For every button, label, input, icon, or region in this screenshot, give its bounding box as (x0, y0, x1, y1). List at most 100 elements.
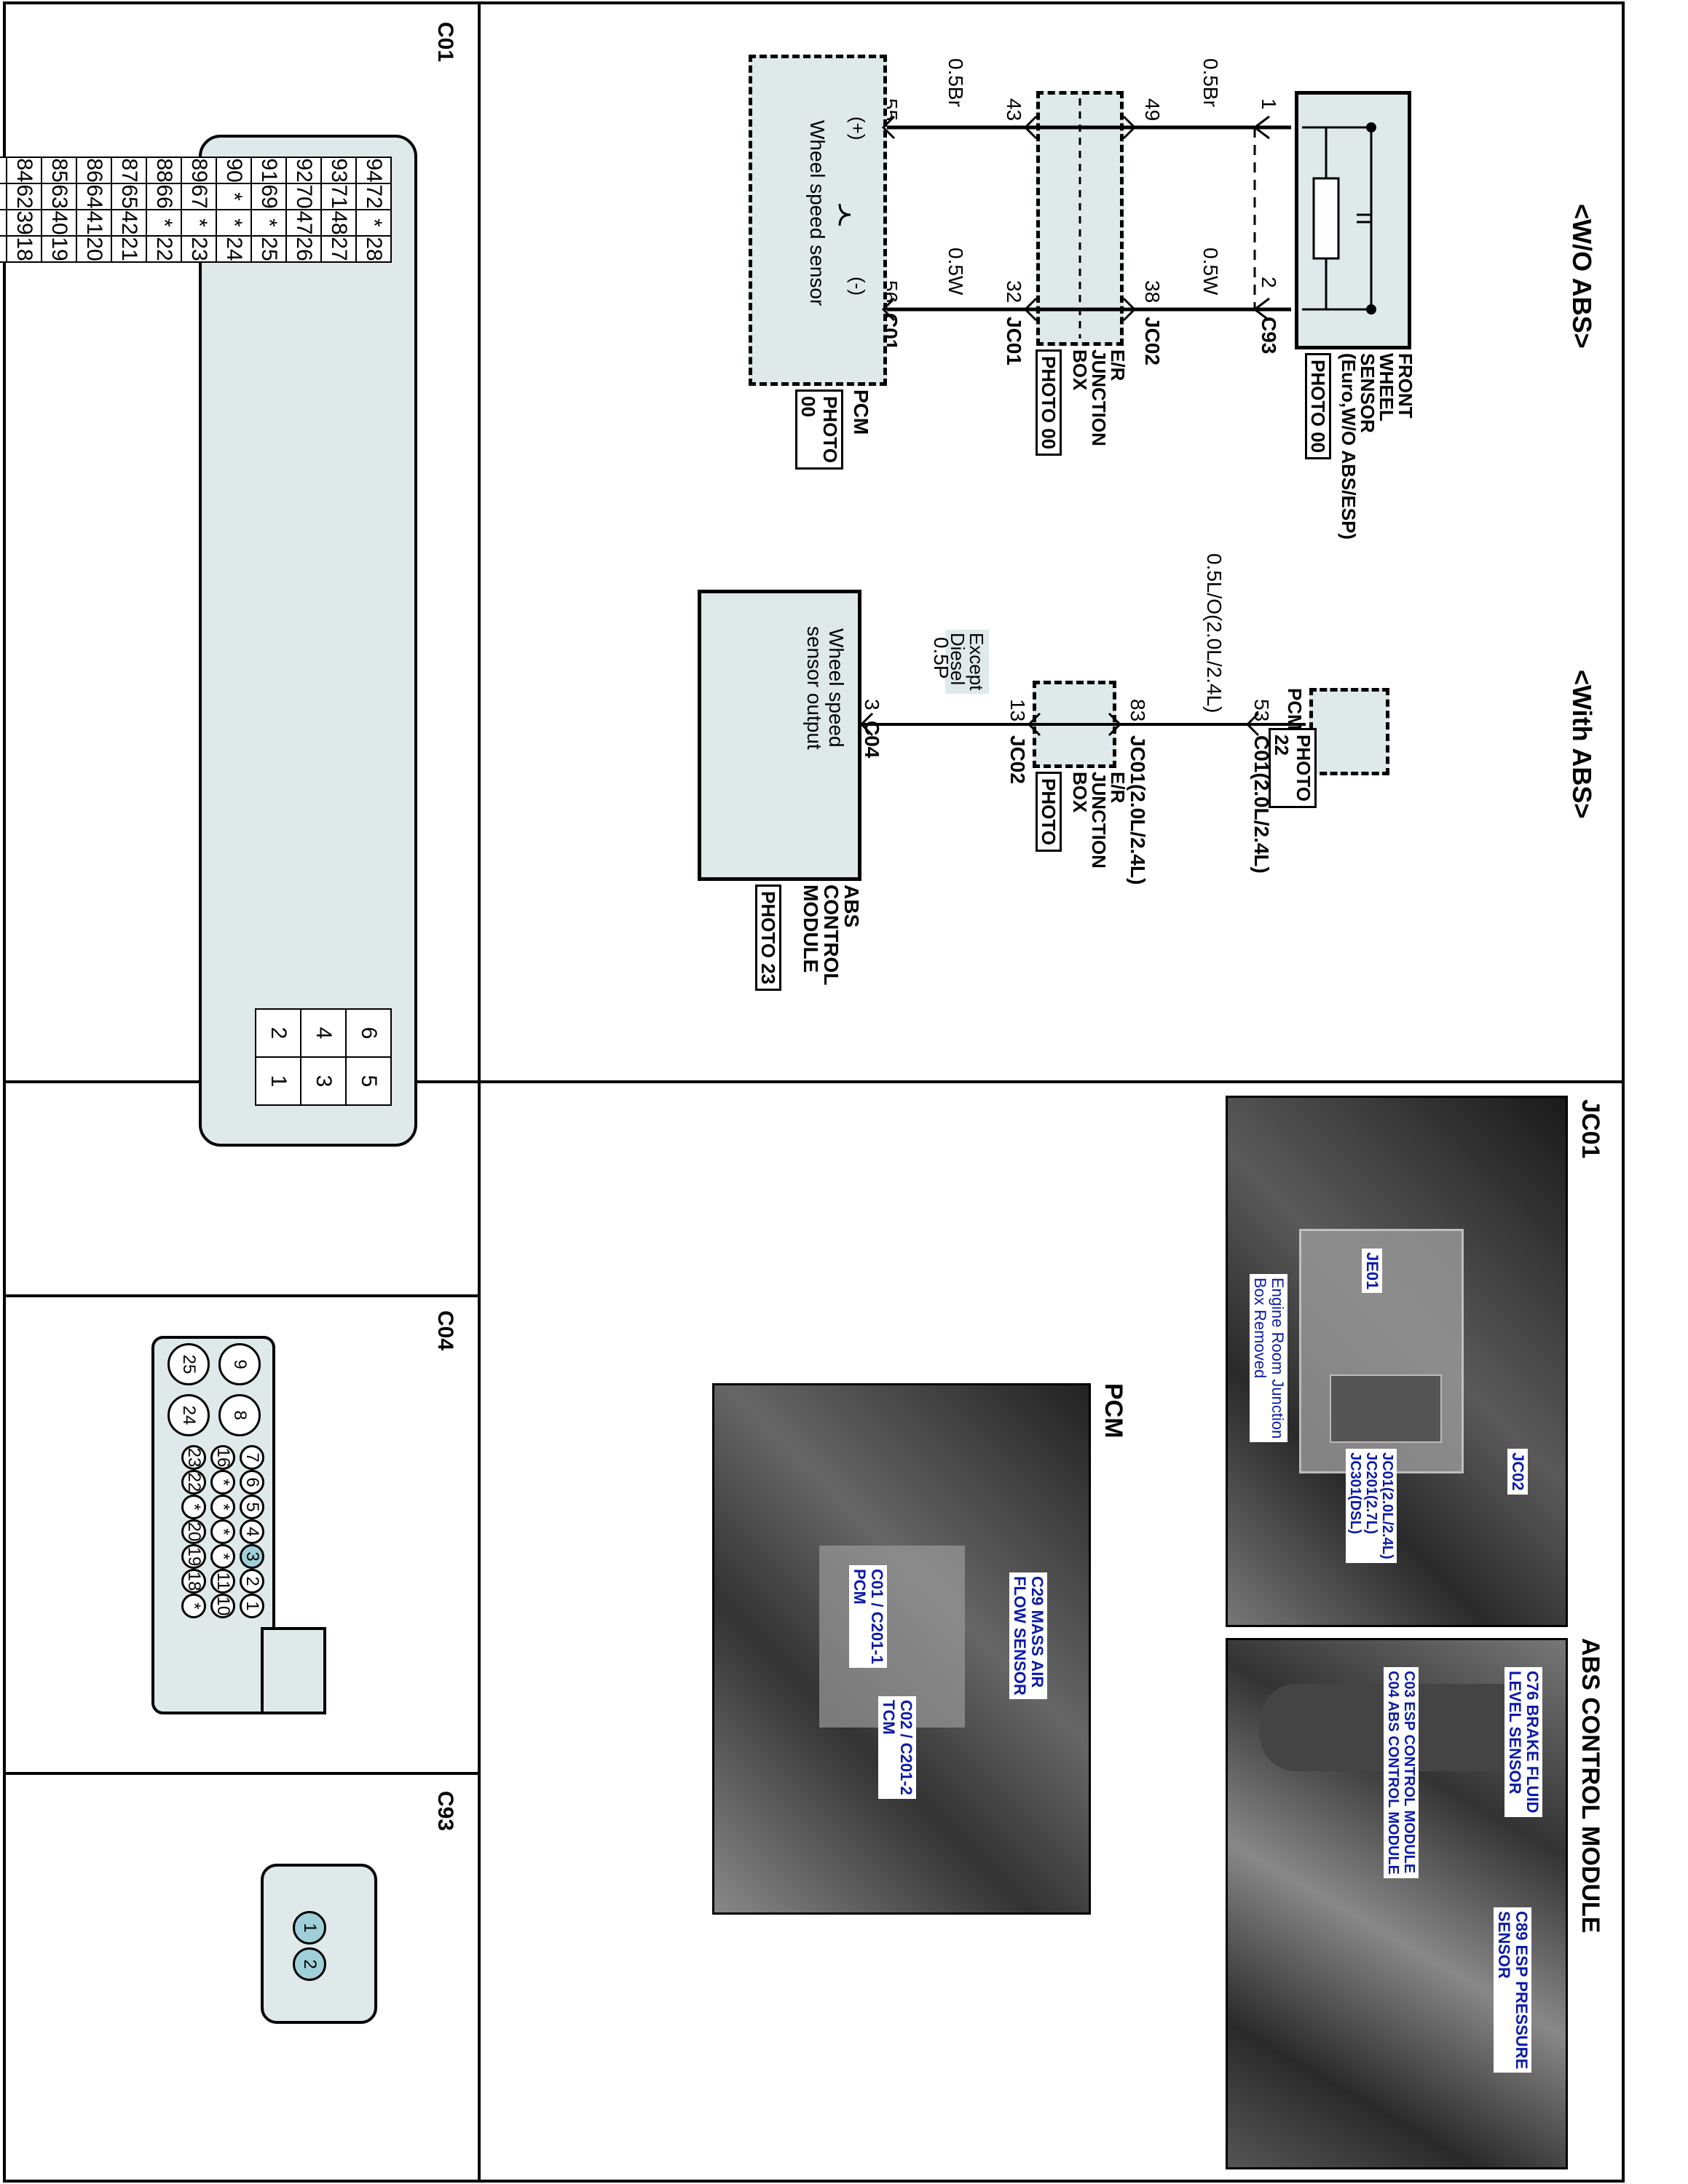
c01-pin-column: 90**24 (216, 157, 251, 262)
c01-pin: 88 (146, 157, 181, 183)
c93-connector-body (261, 1864, 377, 2024)
c01-pin: 72 (356, 183, 391, 210)
c01-power-pin: 3 (301, 1057, 346, 1105)
c01-pin: 71 (321, 183, 356, 210)
c04-pin: * (210, 1519, 235, 1544)
c04-pin: * (181, 1594, 206, 1618)
c01-pin: * (251, 210, 286, 236)
c01-pin: 85 (42, 157, 76, 183)
c04-pin: 6 (240, 1470, 264, 1495)
horizontal-divider (478, 1, 481, 2183)
c01-pin: 25 (251, 236, 286, 262)
c04-pin: 16 (210, 1445, 235, 1470)
c04-pin: * (181, 1495, 206, 1519)
callout-c03-c04: C03 ESP CONTROL MODULE C04 ABS CONTROL M… (1384, 1667, 1419, 1879)
c04-pin: 5 (240, 1495, 264, 1519)
c01-power-pin: 1 (256, 1057, 301, 1105)
c01-pin: 22 (146, 236, 181, 262)
c01-pin: 91 (251, 157, 286, 183)
c01-pin: 41 (76, 210, 111, 236)
callout-er-removed: Engine Room Junction Box Removed (1250, 1274, 1287, 1443)
c01-pin: * (146, 210, 181, 236)
callout-c29: C29 MASS AIR FLOW SENSOR (1009, 1572, 1047, 1699)
c04-pin: 24 (167, 1394, 210, 1436)
c01-power-pin: 6 (346, 1009, 391, 1057)
vertical-divider-3 (3, 1772, 481, 1775)
c01-pin: 24 (216, 236, 251, 262)
c01-pin: 61 (0, 183, 7, 210)
c04-pin: 11 (210, 1569, 235, 1594)
c01-title: C01 (433, 22, 457, 63)
wo-abs-wiring (838, 98, 1291, 339)
c04-pin: 19 (181, 1544, 206, 1569)
c01-pin: 69 (251, 183, 286, 210)
c04-pin: 25 (167, 1343, 210, 1385)
c04-pin: 7 (240, 1445, 264, 1470)
c01-pin: * (181, 210, 216, 236)
sensor-internal-symbol (1302, 122, 1376, 314)
c01-pin: 67 (181, 183, 216, 210)
c01-pin: 70 (286, 183, 321, 210)
c01-pin: 86 (76, 157, 111, 183)
c01-pin: 90 (216, 157, 251, 183)
c01-pin: 17 (0, 236, 7, 262)
callout-c89: C89 ESP PRESSURE SENSOR (1494, 1907, 1531, 2073)
callout-c01-pcm: C01 / C201-1 PCM (849, 1565, 887, 1668)
c93-title: C93 (433, 1791, 457, 1832)
pcm-photo-title: PCM (1100, 1383, 1127, 1439)
c04-pin: 1 (240, 1594, 264, 1618)
c93-pin-2: 2 (293, 1947, 326, 1981)
c01-pin: 47 (286, 210, 321, 236)
jc01-photo-title: JC01 (1577, 1099, 1604, 1159)
c01-pin: 62 (7, 183, 42, 210)
with-abs-wiring (859, 712, 1306, 737)
c04-pin: * (210, 1495, 235, 1519)
c01-pin: 48 (321, 210, 356, 236)
c01-pin: 38 (0, 210, 7, 236)
c01-connector-body (199, 135, 417, 1147)
c01-pin: 18 (7, 236, 42, 262)
c04-pin: 2 (240, 1569, 264, 1594)
c04-pin: 23 (181, 1445, 206, 1470)
c01-pin: 40 (42, 210, 76, 236)
c04-latch (261, 1627, 326, 1714)
c01-pin: 20 (76, 236, 111, 262)
c01-pin: 83 (0, 157, 7, 183)
c01-pin: 39 (7, 210, 42, 236)
c01-power-pin: 2 (256, 1009, 301, 1057)
c01-pin: 94 (356, 157, 391, 183)
c04-pin: 9 (218, 1343, 261, 1385)
callout-jc01: JC01(2.0L/2.4L) JC201(2.7L) JC301(DSL) (1346, 1449, 1397, 1563)
c01-pin: 89 (181, 157, 216, 183)
c01-power-pin: 4 (301, 1009, 346, 1057)
c04-pin: 18 (181, 1569, 206, 1594)
c01-pin: 27 (321, 236, 356, 262)
c01-pin: * (356, 210, 391, 236)
c04-pin: 4 (240, 1519, 264, 1544)
c01-pin: 42 (111, 210, 146, 236)
c01-pin: 64 (76, 183, 111, 210)
c01-power-pin: 5 (346, 1057, 391, 1105)
c01-pin: 63 (42, 183, 76, 210)
callout-jc02: JC02 (1507, 1449, 1528, 1495)
c04-pin: 8 (218, 1394, 261, 1436)
c01-pin: 93 (321, 157, 356, 183)
c04-pin: 3 (240, 1544, 264, 1569)
c04-pin: 20 (181, 1519, 206, 1544)
c01-pin: 19 (42, 236, 76, 262)
